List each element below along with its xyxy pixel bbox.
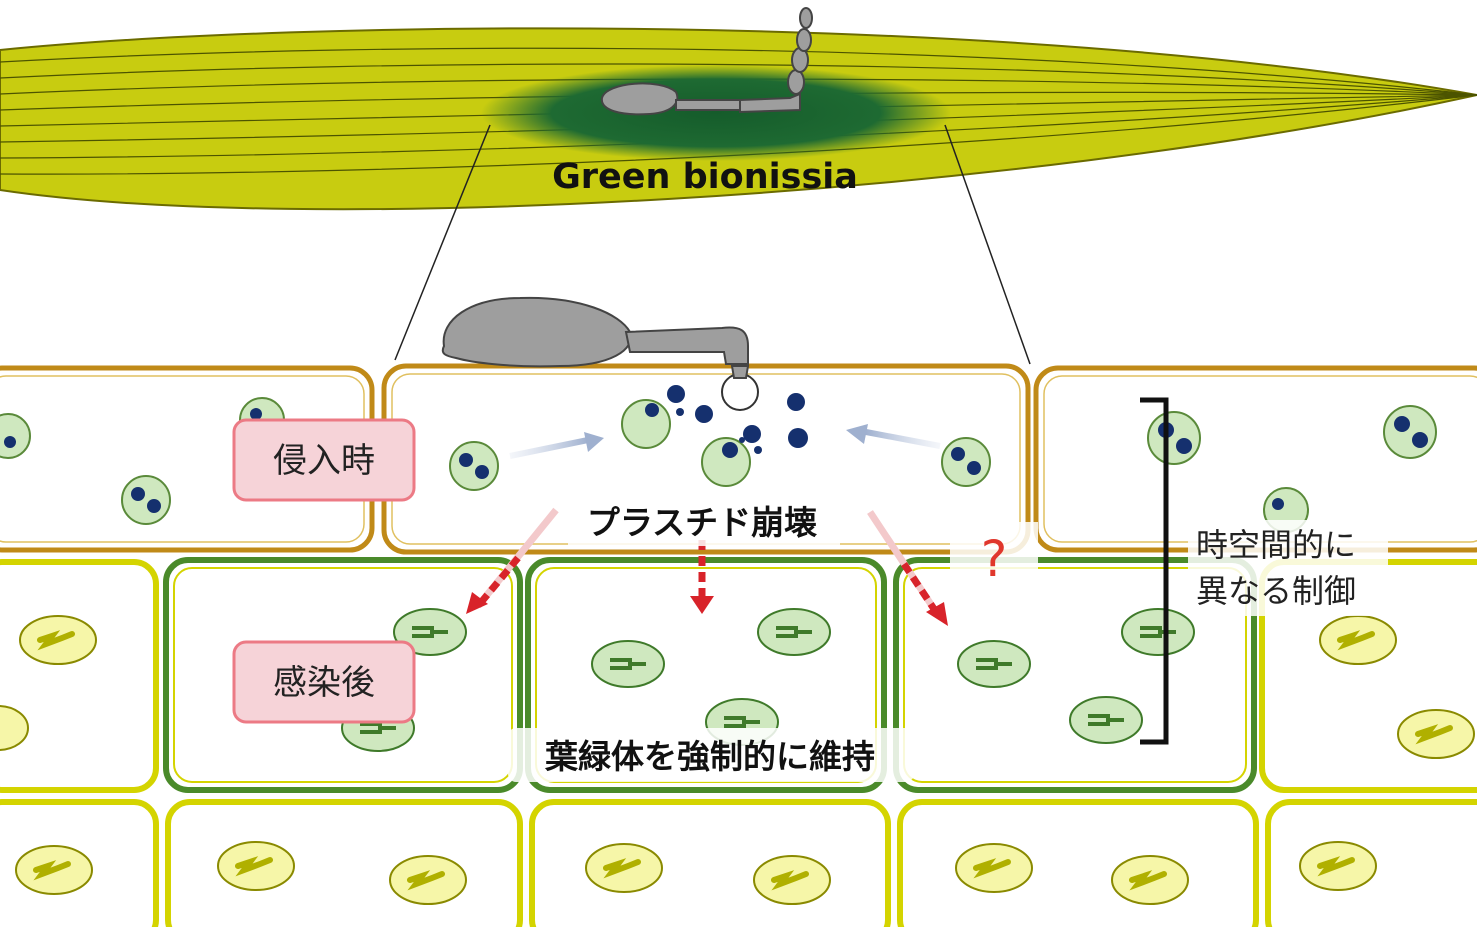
regulation-text-backdrop — [1188, 520, 1388, 616]
leaf-label: Green bionissia — [552, 157, 858, 197]
chloroplasts-yellow — [0, 615, 1475, 905]
fungus-small — [600, 7, 813, 116]
regulation-bracket — [1140, 397, 1169, 745]
fungus-large — [441, 296, 759, 411]
post-infection-stage-text: 感染後 — [273, 663, 375, 703]
unknown-mark-backdrop — [950, 522, 1038, 582]
appressorium — [721, 373, 759, 411]
signal-arrows — [466, 507, 948, 626]
zoom-lines — [394, 124, 1031, 365]
invasion-stage-text: 侵入時 — [273, 441, 375, 481]
chloroplast-maintenance-text: 葉緑体を強制的に維持 — [544, 737, 875, 776]
leaf — [0, 27, 1477, 211]
nucleus-dots — [4, 385, 1428, 513]
label-post-infection-stage: 感染後 — [232, 640, 416, 724]
plastid-migration-arrows — [509, 424, 941, 459]
label-invasion-stage: 侵入時 — [232, 418, 416, 502]
plastid-collapse-text: プラスチド崩壊 — [587, 503, 817, 542]
regulation-text-line1: 時空間的に — [1196, 526, 1356, 564]
green-island — [481, 65, 951, 161]
regulation-text-line2: 異なる制御 — [1196, 572, 1356, 610]
unknown-mark: ? — [981, 530, 1008, 588]
chloroplast-maintenance-backdrop — [508, 728, 914, 782]
plastids-epidermis — [0, 385, 1437, 533]
plastid-collapse-backdrop — [568, 494, 840, 546]
